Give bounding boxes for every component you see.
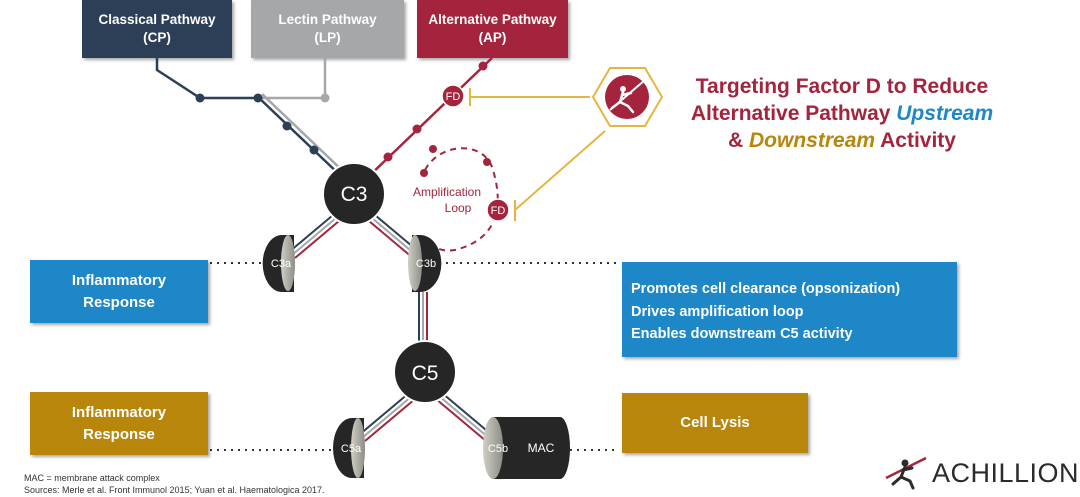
headline-line3-suffix: Activity [875, 129, 956, 152]
footnote-mac: MAC = membrane attack complex [24, 473, 160, 483]
lectin-pathway-label: Lectin Pathway [278, 12, 377, 27]
headline-line3-prefix: & [728, 129, 750, 152]
junction-dot [383, 152, 393, 162]
classical-pathway-label: Classical Pathway [98, 12, 216, 27]
c3a-node: C3a [262, 235, 295, 292]
factor-d-inhibitor-emblem [591, 67, 664, 127]
c3b-node: C3b [408, 235, 442, 292]
lectin-pathway-abbr: (LP) [314, 30, 341, 45]
c3-label: C3 [341, 183, 368, 206]
classical-pathway-abbr: (CP) [143, 30, 171, 45]
c3b-functions-box: Promotes cell clearance (opsonization) D… [622, 262, 957, 357]
headline-line2-prefix: Alternative Pathway [690, 102, 897, 125]
achillion-logo-text: ACHILLION [932, 458, 1080, 488]
fd-node-lower: FD [486, 198, 510, 222]
c5-node: C5 [393, 340, 457, 404]
cell-lysis-box: Cell Lysis [622, 393, 808, 453]
loop-dot [429, 145, 437, 153]
junction-dot [478, 61, 488, 71]
loop-dot [420, 169, 428, 177]
loop-dot [483, 158, 491, 166]
fd-node-upper: FD [441, 84, 465, 108]
junction-dot [412, 124, 422, 134]
c5b-mac-node: C5b MAC [483, 417, 570, 479]
headline-downstream: Downstream [749, 129, 876, 152]
c5a-node: C5a [333, 418, 365, 478]
inflammatory-response-box-c5a: Inflammatory Response [30, 392, 208, 455]
alternative-pathway-label: Alternative Pathway [428, 12, 557, 27]
junction-dot [253, 93, 263, 103]
fd-lower-label: FD [491, 205, 506, 217]
c3b-function-item: Drives amplification loop [631, 303, 804, 320]
alternative-pathway-connector [366, 57, 493, 179]
inflammatory-response-line1: Inflammatory [71, 271, 167, 289]
inhibition-lines [469, 88, 606, 221]
c3a-label: C3a [271, 258, 292, 270]
footnote-sources: Sources: Merle et al. Front Immunol 2015… [24, 485, 325, 495]
c5-label: C5 [412, 362, 439, 385]
amplification-label-line2: Loop [445, 201, 472, 215]
classical-lectin-connector [155, 58, 347, 178]
c5-split-lines [358, 392, 493, 442]
dotted-connectors [210, 262, 618, 451]
junction-dot [320, 93, 330, 103]
inflammatory-response-line1: Inflammatory [71, 403, 167, 421]
classical-pathway-box: Classical Pathway (CP) [82, 0, 232, 58]
headline: Targeting Factor D to Reduce Alternative… [664, 73, 1020, 154]
headline-line3: & Downstream Activity [664, 127, 1020, 154]
inflammatory-response-line2: Response [83, 293, 155, 311]
c3-node: C3 [322, 162, 386, 226]
fd-upper-label: FD [446, 91, 461, 103]
alternative-pathway-abbr: (AP) [478, 30, 507, 45]
inflammatory-response-line2: Response [83, 425, 155, 443]
c3b-to-c5-lines [418, 292, 428, 345]
headline-line1: Targeting Factor D to Reduce [695, 75, 989, 98]
lectin-pathway-box: Lectin Pathway (LP) [251, 0, 404, 58]
headline-upstream: Upstream [896, 102, 994, 125]
achillion-logo-mark [885, 456, 927, 490]
junction-dot [282, 121, 292, 131]
junction-dot [309, 145, 319, 155]
c3b-label: C3b [416, 258, 436, 270]
c3b-function-item: Promotes cell clearance (opsonization) [631, 281, 901, 297]
c5a-label: C5a [341, 443, 362, 455]
headline-line2: Alternative Pathway Upstream [664, 100, 1020, 127]
junction-dot [195, 93, 205, 103]
c3b-function-item: Enables downstream C5 activity [631, 326, 853, 342]
c5b-label: C5b [488, 443, 508, 455]
cell-lysis-label: Cell Lysis [680, 414, 750, 431]
alternative-pathway-box: Alternative Pathway (AP) [417, 0, 568, 58]
inflammatory-response-box-c3a: Inflammatory Response [30, 260, 208, 323]
mac-label: MAC [528, 441, 555, 455]
amplification-label-line1: Amplification [413, 185, 481, 199]
